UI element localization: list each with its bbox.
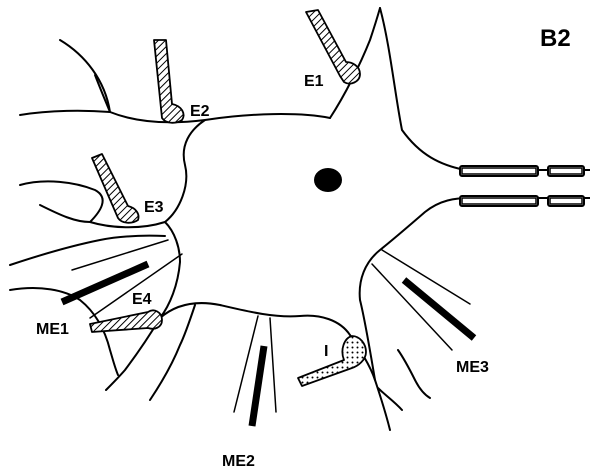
- label-e3: E3: [144, 199, 164, 216]
- dendrite-left-lower-outer: [10, 236, 165, 265]
- dendrite-top-left-inner: [20, 111, 110, 115]
- dendrite-right-lower: [360, 198, 590, 380]
- electrode-e2: [154, 40, 184, 123]
- label-e4: E4: [132, 291, 152, 308]
- microelectrode-me1: [62, 240, 182, 318]
- label-e2: E2: [190, 103, 210, 120]
- label-e1: E1: [304, 73, 324, 90]
- electrode-inhibitory: [298, 336, 366, 386]
- label-inhibitory: I: [324, 343, 328, 360]
- label-me3: ME3: [456, 359, 489, 376]
- microelectrode-me2: [234, 316, 276, 426]
- electrode-e4: [90, 310, 162, 332]
- label-me1: ME1: [36, 321, 69, 338]
- dendrite-right-lower-branch: [398, 350, 430, 398]
- panel-label: B2: [540, 25, 571, 52]
- dendrite-left-branch: [40, 205, 90, 222]
- nucleus: [314, 168, 342, 192]
- microelectrode-me3: [372, 250, 474, 350]
- dendrite-top-left-branch: [95, 75, 110, 112]
- label-me2: ME2: [222, 453, 255, 470]
- neuron-outline: [10, 8, 590, 430]
- myelin-sheath: [460, 166, 584, 206]
